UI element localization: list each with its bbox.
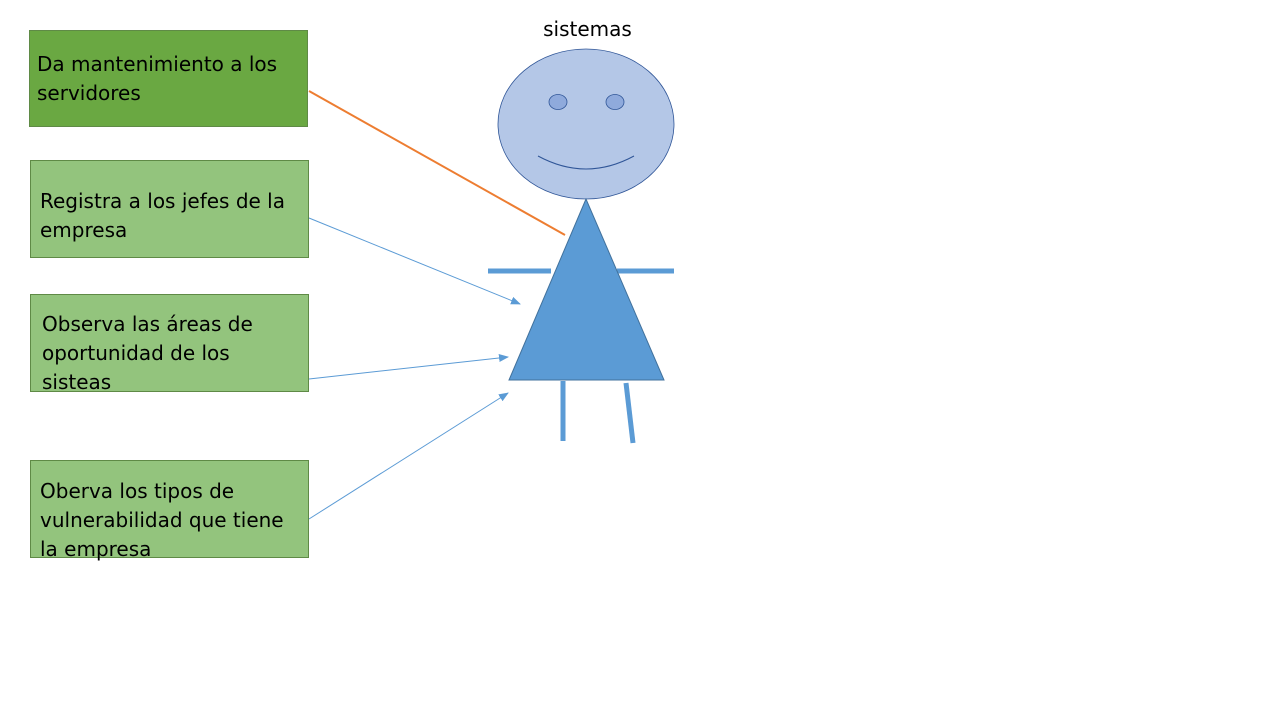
figure-title: sistemas (543, 17, 632, 41)
task-box-vulnerabilities: Oberva los tipos de vulnerabilidad que t… (30, 460, 309, 561)
task-box-opportunity-areas: Observa las áreas de oportunidad de los … (30, 294, 309, 394)
left-eye-icon (548, 94, 568, 110)
task-text-register-bosses: Registra a los jefes de la empresa (40, 189, 285, 242)
smile-icon (537, 155, 635, 170)
task-text-opportunity-areas: Observa las áreas de oportunidad de los … (42, 312, 253, 394)
task-text-servers: Da mantenimiento a los servidores (37, 52, 278, 105)
figure-body (508, 197, 665, 381)
connector-box2-arrow (308, 217, 521, 305)
connector-box3-arrow (308, 354, 509, 380)
connector-box1 (308, 90, 566, 236)
task-text-vulnerabilities: Oberva los tipos de vulnerabilidad que t… (40, 479, 284, 561)
right-eye-icon (605, 94, 625, 110)
task-box-register-bosses: Registra a los jefes de la empresa (30, 160, 309, 258)
right-leg (623, 382, 636, 444)
figure-head (497, 48, 675, 200)
connector-box4-arrow (308, 392, 509, 520)
task-box-servers: Da mantenimiento a los servidores (29, 30, 308, 127)
